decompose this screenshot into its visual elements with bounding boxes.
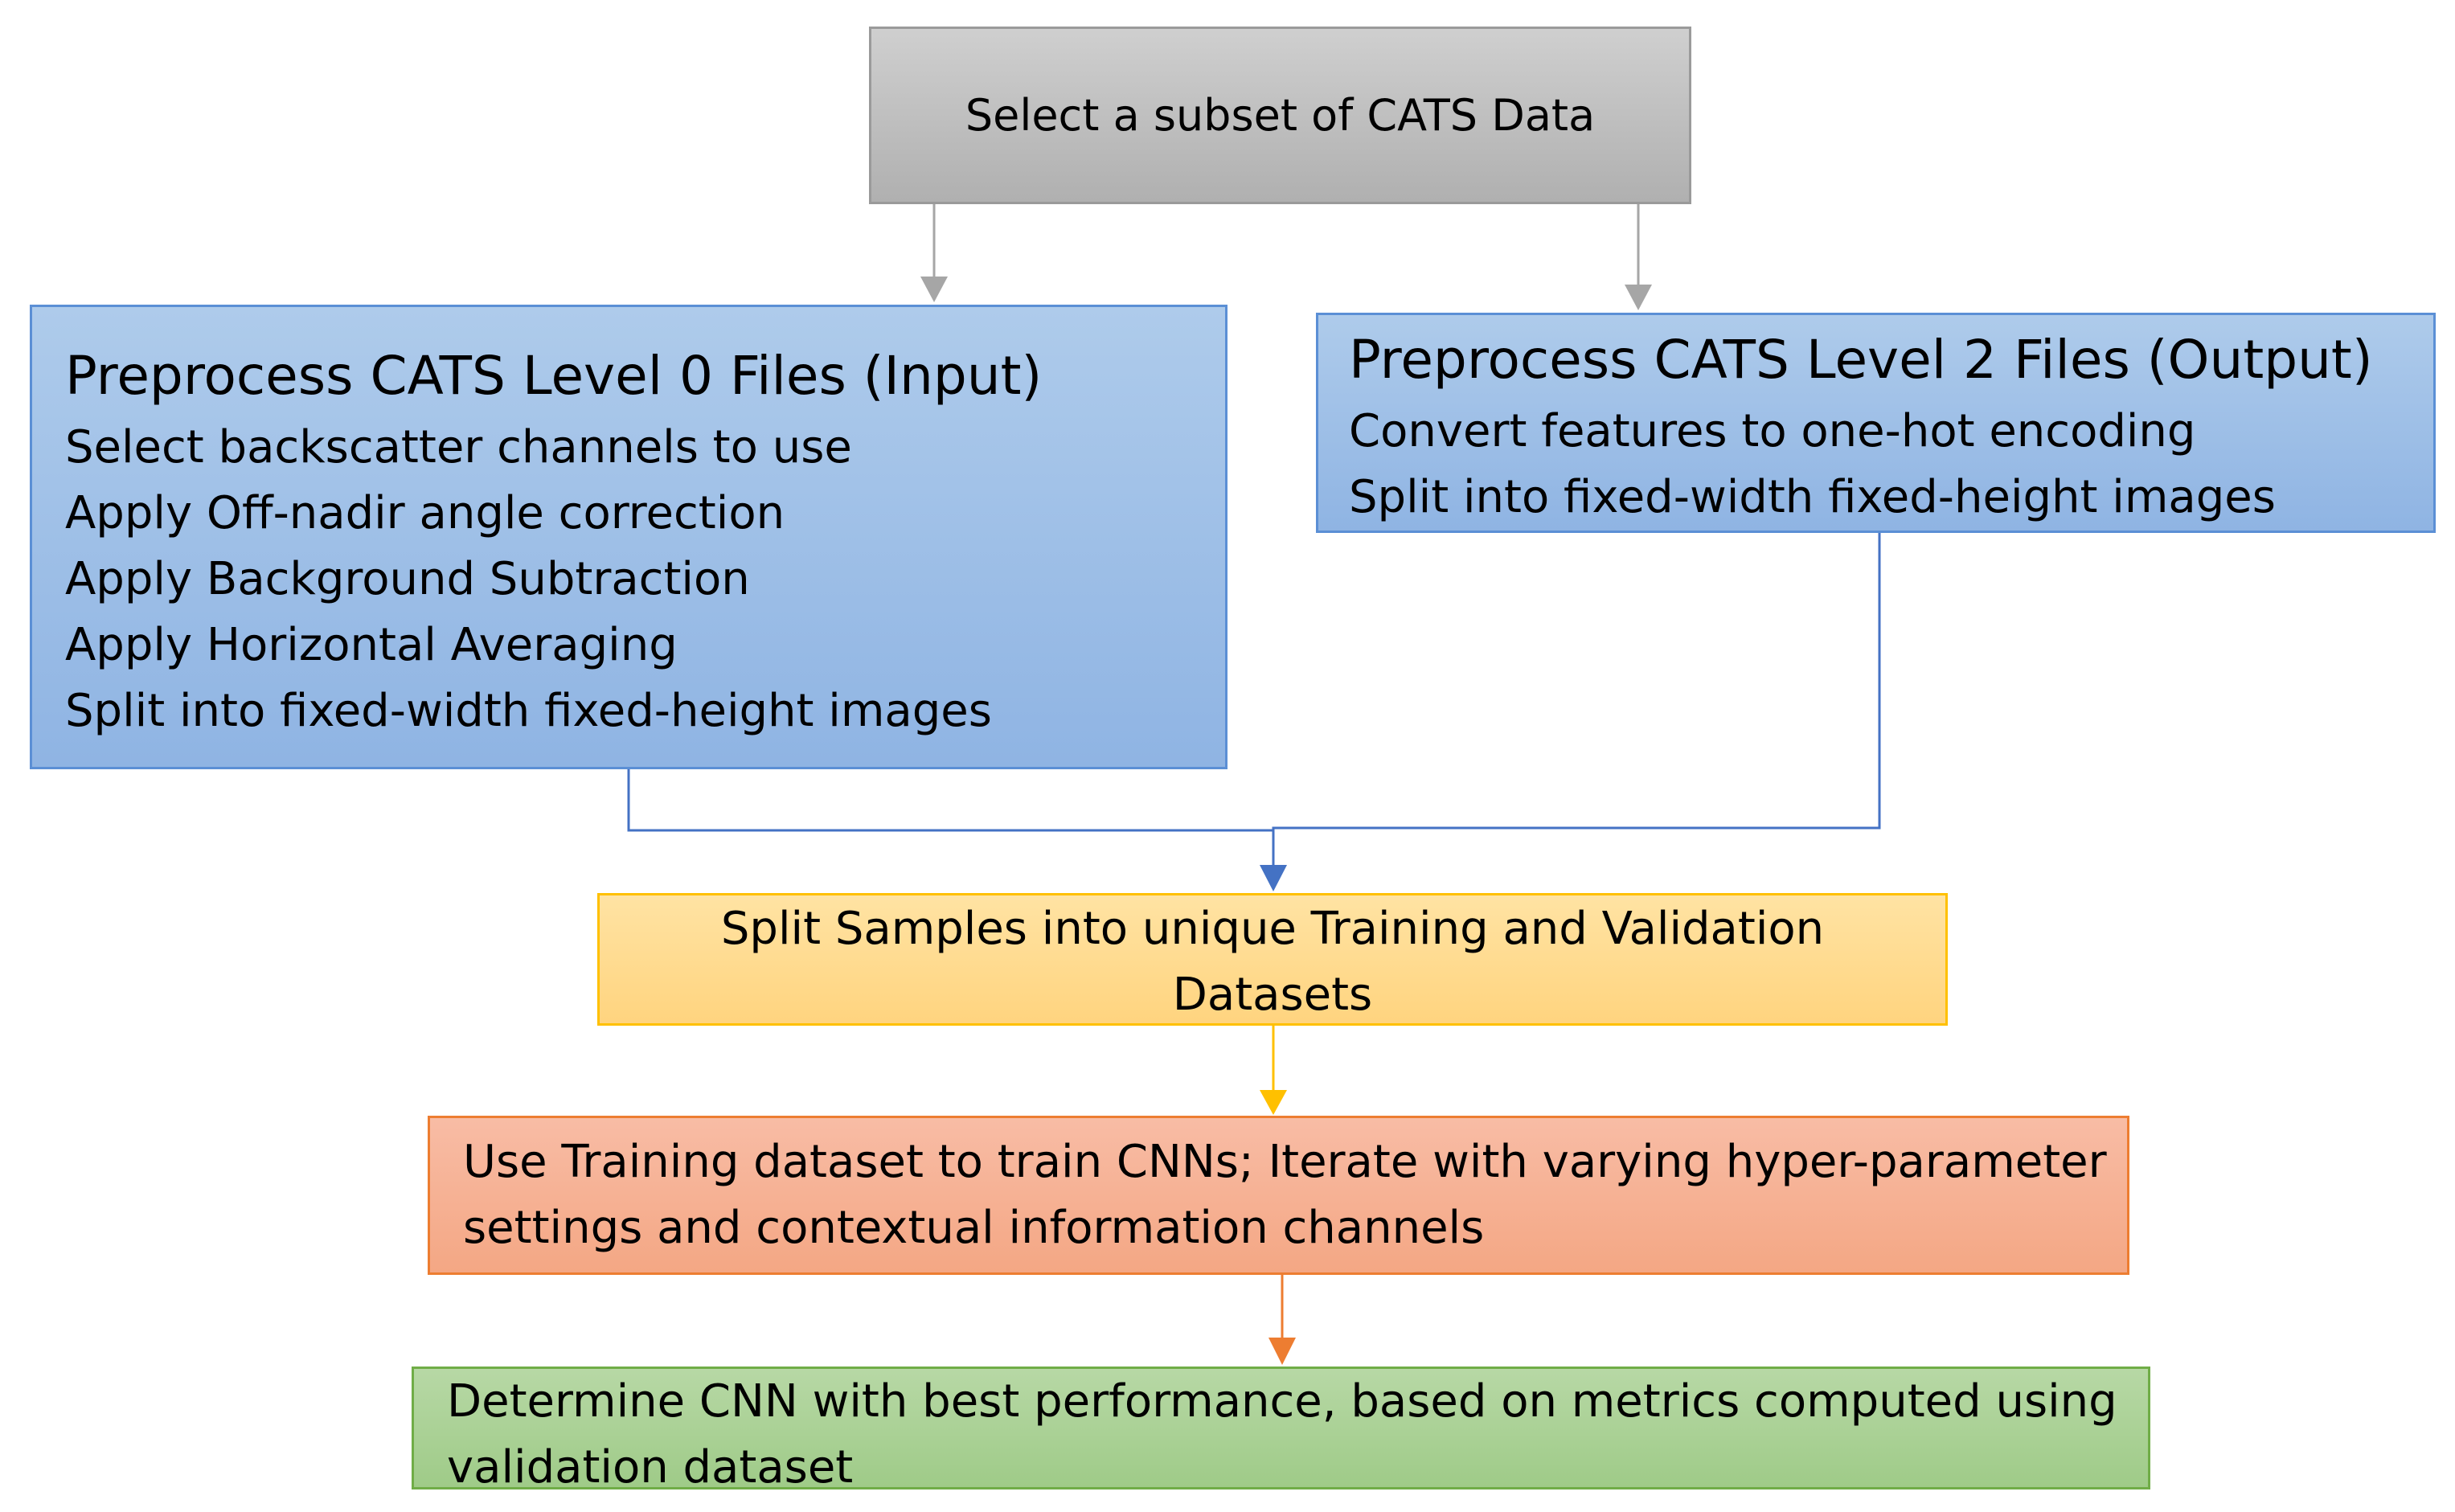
train-cnns-line: Use Training dataset to train CNNs; Iter… [463,1136,2107,1188]
arrowhead-level0 [920,277,948,302]
level2-step: Split into fixed-width fixed-height imag… [1349,471,2276,523]
level2-step: Convert features to one-hot encoding [1349,405,2196,457]
edge-level2-to-split [1272,533,1881,868]
level0-step: Select backscatter channels to use [65,421,852,473]
arrowhead-split [1260,865,1287,891]
node-preprocess-level2-title: Preprocess CATS Level 2 Files (Output) [1349,329,2373,391]
edge-level0-to-split [627,769,1273,832]
train-cnns-line: settings and contextual information chan… [463,1202,1485,1254]
level0-step: Apply Background Subtraction [65,553,750,605]
node-preprocess-level0: Preprocess CATS Level 0 Files (Input) Se… [30,305,1228,769]
node-split-samples: Split Samples into unique Training and V… [597,893,1948,1026]
node-train-cnns: Use Training dataset to train CNNs; Iter… [428,1116,2129,1275]
node-select-subset-text: Select a subset of CATS Data [965,90,1596,141]
node-select-subset: Select a subset of CATS Data [869,27,1691,204]
node-determine-cnn: Determine CNN with best performance, bas… [412,1367,2150,1494]
level0-step: Apply Horizontal Averaging [65,619,678,671]
determine-cnn-line: Determine CNN with best performance, bas… [447,1375,2117,1428]
determine-cnn-line: validation dataset [447,1441,854,1494]
arrowhead-level2 [1625,285,1652,310]
split-samples-line: Datasets [1172,969,1373,1021]
level0-step: Apply Off-nadir angle correction [65,487,785,539]
level0-step: Split into fixed-width fixed-height imag… [65,685,992,737]
arrowhead-determine [1268,1338,1296,1365]
node-preprocess-level2: Preprocess CATS Level 2 Files (Output) C… [1316,313,2436,533]
arrowhead-train [1260,1090,1287,1115]
node-preprocess-level0-title: Preprocess CATS Level 0 Files (Input) [65,345,1043,407]
split-samples-line: Split Samples into unique Training and V… [720,903,1825,955]
